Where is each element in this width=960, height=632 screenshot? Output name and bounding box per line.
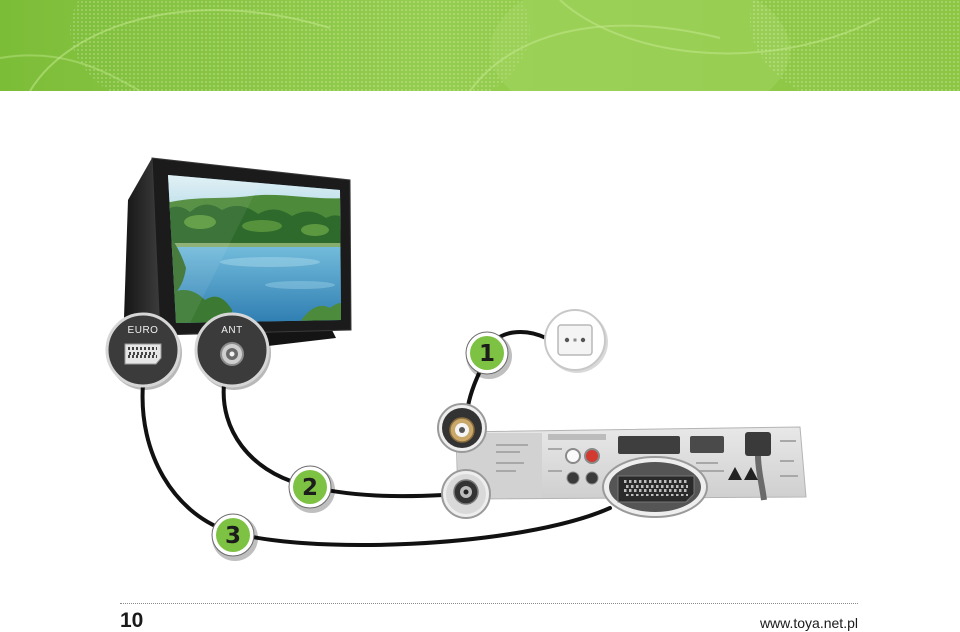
footer-url: www.toya.net.pl bbox=[759, 615, 858, 631]
scart-connector-icon bbox=[124, 343, 162, 365]
euro-label: EURO bbox=[128, 325, 159, 336]
step-3-marker: 3 bbox=[211, 513, 258, 561]
ant-label: ANT bbox=[221, 325, 243, 336]
landscape-shoreline bbox=[168, 243, 341, 249]
socket-hole bbox=[580, 337, 586, 343]
power-socket-badge bbox=[544, 309, 608, 373]
scart-port-vcr bbox=[690, 436, 724, 453]
banner-light-area bbox=[490, 0, 790, 91]
euro-connector-badge: EURO bbox=[105, 312, 182, 390]
banner-dot-area bbox=[750, 0, 960, 91]
box-scart-closeup bbox=[602, 456, 708, 518]
rca-white-jack bbox=[565, 448, 581, 464]
power-socket-icon bbox=[557, 324, 593, 356]
box-print-line bbox=[496, 444, 528, 446]
banner-swoosh bbox=[29, 9, 331, 91]
banner-swoosh bbox=[559, 0, 881, 55]
forest-highlight bbox=[301, 224, 329, 236]
rca-red-jack bbox=[584, 448, 600, 464]
box-print-line bbox=[780, 475, 798, 477]
warning-triangle-icon bbox=[744, 467, 758, 480]
step-2-marker: 2 bbox=[288, 465, 335, 513]
box-print-line bbox=[548, 448, 562, 450]
banner-decoration bbox=[0, 0, 960, 91]
socket-hole bbox=[564, 337, 570, 343]
page-number: 10 bbox=[120, 609, 144, 632]
warning-triangle-icon bbox=[728, 467, 742, 480]
step-disc bbox=[470, 336, 504, 370]
header-banner bbox=[0, 0, 960, 91]
step-number: 1 bbox=[479, 341, 495, 367]
coax-connector-icon bbox=[220, 342, 244, 366]
forest-highlight bbox=[242, 220, 282, 232]
step-disc bbox=[293, 470, 327, 504]
box-label-strip bbox=[548, 434, 606, 440]
ant-connector-badge: ANT bbox=[194, 312, 271, 390]
box-print-line bbox=[496, 462, 524, 464]
box-print-line bbox=[496, 470, 516, 472]
connection-diagram: EURO ANT bbox=[0, 0, 960, 561]
coax-pin bbox=[463, 489, 469, 495]
forest-highlight bbox=[184, 215, 216, 229]
step-number: 2 bbox=[302, 475, 318, 501]
television bbox=[124, 157, 352, 346]
box-print-line bbox=[696, 470, 724, 472]
socket-earth-pin bbox=[573, 338, 577, 342]
tv-screen-landscape bbox=[168, 175, 341, 323]
landscape-left-trees bbox=[168, 228, 186, 302]
box-print-line bbox=[696, 462, 718, 464]
footer-divider bbox=[120, 603, 858, 604]
tv-rear-casing bbox=[124, 158, 160, 336]
banner-swoosh bbox=[0, 54, 141, 91]
box-rf-out-closeup bbox=[441, 469, 491, 519]
box-print-line bbox=[548, 470, 562, 472]
step-1-marker: 1 bbox=[465, 331, 512, 379]
lake-reflection bbox=[220, 257, 320, 267]
box-rf-in-closeup bbox=[437, 403, 487, 453]
scart-port-tv bbox=[618, 436, 680, 454]
cable-2-antenna bbox=[221, 382, 445, 499]
banner-swoosh bbox=[469, 24, 721, 91]
box-print-line bbox=[780, 460, 794, 462]
scart-pins bbox=[128, 347, 157, 359]
box-print-line bbox=[496, 451, 520, 453]
power-inlet bbox=[745, 432, 771, 456]
rca-jack bbox=[566, 471, 580, 485]
scart-pins bbox=[624, 480, 688, 496]
step-disc bbox=[216, 518, 250, 552]
step-number: 3 bbox=[225, 523, 241, 549]
power-lead bbox=[755, 455, 767, 501]
screen-glare bbox=[168, 175, 260, 323]
coax-pin bbox=[459, 427, 465, 433]
box-print-line bbox=[780, 440, 796, 442]
coax-pin bbox=[229, 351, 235, 357]
banner-dot-area bbox=[70, 0, 530, 91]
rca-jack bbox=[585, 471, 599, 485]
lake-reflection bbox=[265, 281, 335, 289]
